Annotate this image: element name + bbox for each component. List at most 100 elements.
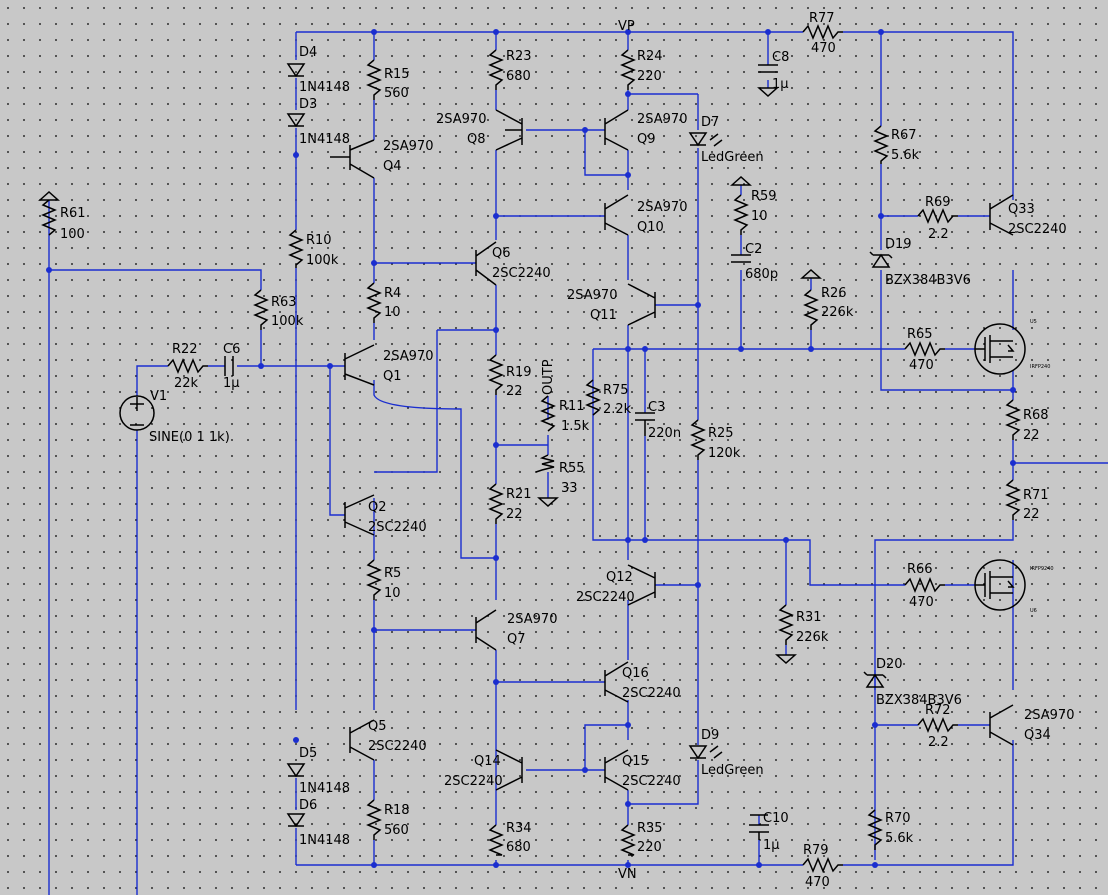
svg-text:2SA970: 2SA970 (383, 139, 433, 154)
svg-text:R34: R34 (506, 821, 532, 836)
svg-text:1N4148: 1N4148 (299, 833, 350, 848)
svg-text:100k: 100k (271, 314, 304, 329)
svg-text:220n: 220n (648, 426, 681, 441)
svg-text:22k: 22k (174, 376, 199, 391)
svg-text:10: 10 (751, 209, 768, 224)
svg-text:R4: R4 (384, 286, 401, 301)
svg-text:BZX384B3V6: BZX384B3V6 (885, 273, 971, 288)
svg-text:470: 470 (909, 358, 934, 373)
svg-text:C2: C2 (745, 242, 762, 257)
svg-text:Q1: Q1 (383, 369, 402, 384)
svg-text:680: 680 (506, 69, 531, 84)
svg-text:R77: R77 (809, 11, 835, 26)
svg-text:Q8: Q8 (467, 132, 486, 147)
svg-text:2SC2240: 2SC2240 (368, 520, 427, 535)
svg-text:22: 22 (506, 507, 523, 522)
svg-text:Q16: Q16 (622, 666, 649, 681)
svg-text:2SA970: 2SA970 (637, 200, 687, 215)
svg-text:Q34: Q34 (1024, 728, 1051, 743)
svg-text:R19: R19 (506, 365, 532, 380)
svg-text:2SA970: 2SA970 (1024, 708, 1074, 723)
svg-text:2SC2240: 2SC2240 (444, 774, 503, 789)
svg-text:Q6: Q6 (492, 246, 511, 261)
svg-text:33: 33 (561, 481, 578, 496)
svg-text:2SC2240: 2SC2240 (1008, 222, 1067, 237)
svg-text:1.5k: 1.5k (561, 419, 590, 434)
svg-text:2.2: 2.2 (928, 735, 949, 750)
svg-text:R22: R22 (172, 342, 198, 357)
diode-symbols (286, 63, 893, 828)
svg-text:R24: R24 (637, 49, 663, 64)
svg-text:R15: R15 (384, 67, 410, 82)
svg-text:D19: D19 (885, 237, 912, 252)
svg-text:R31: R31 (796, 610, 822, 625)
svg-text:470: 470 (805, 875, 830, 890)
svg-text:2SA970: 2SA970 (383, 349, 433, 364)
svg-text:IRFP9240: IRFP9240 (1030, 566, 1054, 572)
svg-text:R26: R26 (821, 286, 847, 301)
svg-text:2SA970: 2SA970 (436, 112, 486, 127)
mosfet-symbols (974, 323, 1026, 611)
svg-text:5.6k: 5.6k (891, 148, 920, 163)
svg-text:22: 22 (506, 384, 523, 399)
svg-text:LedGreen: LedGreen (701, 150, 764, 165)
svg-text:U5: U5 (1030, 319, 1037, 325)
svg-text:120k: 120k (708, 446, 741, 461)
svg-text:C8: C8 (772, 50, 789, 65)
transistor-symbols (330, 109, 1014, 791)
svg-text:R25: R25 (708, 426, 734, 441)
svg-text:D20: D20 (876, 657, 903, 672)
svg-text:1N4148: 1N4148 (299, 80, 350, 95)
voltage-source (119, 395, 155, 431)
svg-text:680p: 680p (745, 267, 778, 282)
svg-text:U6: U6 (1030, 608, 1037, 614)
svg-text:100k: 100k (306, 253, 339, 268)
svg-text:2SC2240: 2SC2240 (576, 590, 635, 605)
svg-text:1µ: 1µ (763, 838, 780, 853)
svg-text:22: 22 (1023, 428, 1040, 443)
svg-text:560: 560 (384, 823, 409, 838)
svg-text:2.2k: 2.2k (603, 402, 632, 417)
svg-text:R79: R79 (803, 843, 829, 858)
svg-text:R5: R5 (384, 566, 401, 581)
svg-text:R61: R61 (60, 206, 86, 221)
svg-text:226k: 226k (821, 305, 854, 320)
svg-text:Q10: Q10 (637, 220, 664, 235)
svg-text:226k: 226k (796, 630, 829, 645)
svg-text:D5: D5 (299, 746, 317, 761)
junctions (46, 29, 1016, 868)
svg-text:1µ: 1µ (223, 376, 240, 391)
svg-text:10: 10 (384, 305, 401, 320)
svg-text:R23: R23 (506, 49, 532, 64)
capacitor-symbols (224, 64, 778, 840)
svg-text:D4: D4 (299, 45, 317, 60)
svg-text:LedGreen: LedGreen (701, 763, 764, 778)
svg-text:Q2: Q2 (368, 500, 387, 515)
svg-text:1N4148: 1N4148 (299, 781, 350, 796)
svg-text:R72: R72 (925, 703, 951, 718)
svg-text:D7: D7 (701, 115, 719, 130)
svg-text:2SA970: 2SA970 (507, 612, 557, 627)
svg-text:220: 220 (637, 69, 662, 84)
svg-text:C6: C6 (223, 342, 240, 357)
svg-text:R65: R65 (907, 327, 933, 342)
svg-text:R70: R70 (885, 811, 911, 826)
svg-text:100: 100 (60, 227, 85, 242)
svg-text:Q4: Q4 (383, 159, 402, 174)
svg-text:Q15: Q15 (622, 754, 649, 769)
svg-text:BZX384B3V6: BZX384B3V6 (876, 693, 962, 708)
svg-text:2SC2240: 2SC2240 (492, 266, 551, 281)
svg-text:R66: R66 (907, 562, 933, 577)
svg-text:Q7: Q7 (507, 632, 526, 647)
svg-text:2SA970: 2SA970 (637, 112, 687, 127)
net-label-vp: VP (618, 19, 635, 34)
svg-text:1µ: 1µ (772, 77, 789, 92)
svg-text:R10: R10 (306, 233, 332, 248)
svg-text:R59: R59 (751, 189, 777, 204)
